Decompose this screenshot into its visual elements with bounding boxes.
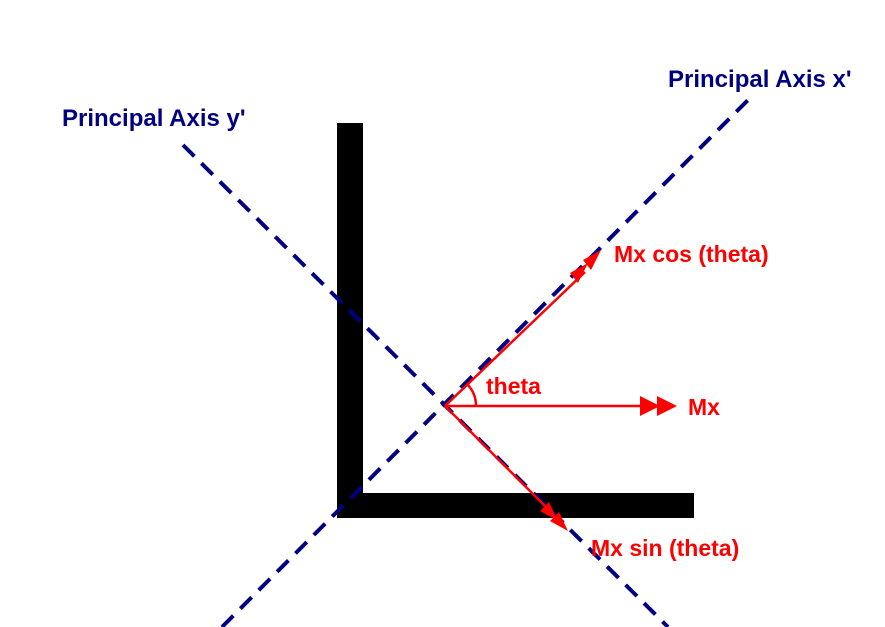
mx-vector: [445, 396, 677, 416]
theta-label: theta: [486, 373, 541, 399]
angle-horizontal-leg: [337, 493, 694, 518]
mx-cos-arrowhead-2: [583, 250, 601, 270]
mx-cos-label: Mx cos (theta): [614, 241, 769, 267]
mx-sin-label: Mx sin (theta): [591, 535, 739, 561]
mx-sin-vector: [444, 405, 568, 531]
mx-cos-arrowhead-1: [570, 263, 588, 283]
mx-label: Mx: [688, 394, 720, 420]
principal-axis-x-label: Principal Axis x': [668, 66, 852, 93]
mx-arrowhead-2: [657, 396, 677, 416]
principal-axis-x-line: [220, 96, 752, 627]
mx-arrowhead-1: [640, 396, 660, 416]
mx-sin-arrowhead-2: [550, 512, 568, 531]
mx-sin-arrowhead-1: [540, 502, 558, 521]
principal-axis-y-label: Principal Axis y': [62, 105, 246, 132]
theta-arc: [466, 383, 478, 407]
principal-axis-y-line: [181, 143, 670, 627]
